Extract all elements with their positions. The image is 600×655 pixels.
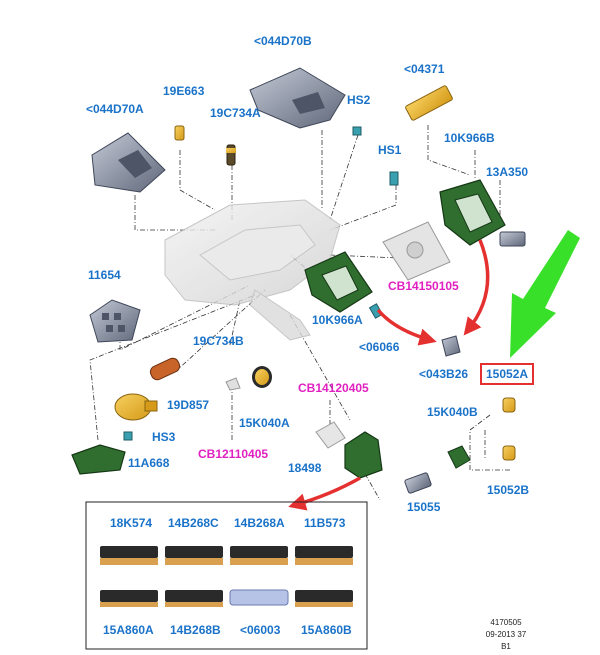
label-15K040A: 15K040A (239, 416, 290, 430)
switch-unit-11B573 (295, 546, 353, 565)
label-044D70B: <044D70B (254, 34, 312, 48)
footer-ref: 4170505 (490, 618, 522, 627)
label-14B268C: 14B268C (168, 516, 219, 530)
housing-11A668 (71, 444, 126, 475)
switch-unit-18K574 (100, 546, 158, 565)
switch-unit-15A860A (100, 590, 158, 607)
parts-box (85, 501, 368, 650)
label-HS1: HS1 (378, 143, 402, 157)
label-19E663: 19E663 (163, 84, 205, 98)
switch-15055 (404, 472, 432, 494)
connector-06066 (368, 303, 384, 319)
label-HS3: HS3 (152, 430, 176, 444)
clip-HS2 (352, 126, 362, 136)
label-18K574: 18K574 (110, 516, 153, 530)
socket-15052B (502, 445, 516, 461)
label-CB12110405: CB12110405 (198, 447, 269, 461)
label-HS2: HS2 (347, 93, 371, 107)
label-11654: 11654 (88, 268, 121, 282)
module-04371 (405, 85, 453, 121)
label-11B573: 11B573 (304, 516, 346, 530)
label-15052B: 15052B (487, 483, 530, 497)
label-19C734A: 19C734A (210, 106, 261, 120)
bezel-10K966A (304, 251, 373, 313)
switch-unit-15A860B (295, 590, 353, 607)
bracket-043B26 (441, 335, 461, 357)
label-04371: <04371 (404, 62, 445, 76)
label-044D70A: <044D70A (86, 102, 144, 116)
label-10K966B: 10K966B (444, 131, 495, 145)
panel-044D70B (249, 67, 346, 129)
label-14B268B: 14B268B (170, 623, 221, 637)
label-15A860A: 15A860A (103, 623, 154, 637)
label-10K966A: 10K966A (312, 313, 363, 327)
bezel-10K966B (439, 179, 506, 246)
label-15052A-highlighted: 15052A (480, 363, 535, 385)
audio-unit-CB14150105 (382, 221, 451, 281)
label-CB14120405: CB14120405 (298, 381, 369, 395)
label-19C734B: 19C734B (193, 334, 244, 348)
red-callout-arrows (288, 239, 490, 511)
sensor-19E663 (174, 125, 185, 141)
clip-CB12110405 (225, 377, 241, 391)
label-06003: <06003 (240, 623, 281, 637)
trim-CB14120405 (315, 421, 346, 449)
housing-18498 (344, 431, 383, 479)
module-13A350 (499, 231, 526, 247)
footer-rev: B1 (501, 642, 511, 651)
label-06066: <06066 (359, 340, 400, 354)
label-CB14150105: CB14150105 (388, 279, 459, 293)
switch-unit-14B268C (165, 546, 223, 565)
lamp-15K040A (252, 366, 272, 388)
label-14B268A: 14B268A (234, 516, 285, 530)
label-19D857: 19D857 (167, 398, 210, 412)
label-15A860B: 15A860B (301, 623, 352, 637)
label-15K040B: 15K040B (427, 405, 478, 419)
footer-date: 09-2013 37 (485, 630, 527, 639)
switch-unit-14B268B (165, 590, 223, 607)
label-043B26: <043B26 (419, 367, 469, 381)
sensor-19C734B (149, 357, 181, 381)
label-18498: 18498 (288, 461, 322, 475)
clip-HS3 (123, 431, 133, 441)
label-13A350: 13A350 (486, 165, 529, 179)
green-pointer-arrow (510, 230, 580, 358)
label-11A668: 11A668 (128, 456, 170, 470)
motor-19D857 (114, 393, 158, 421)
socket-15052A (502, 397, 516, 413)
switch-pack-11654 (89, 299, 141, 343)
clip-HS1 (389, 171, 399, 186)
label-15055: 15055 (407, 500, 441, 514)
switch-unit-06003 (229, 589, 289, 606)
switch-unit-14B268A (230, 546, 288, 565)
bezel-15K040B (447, 445, 471, 469)
